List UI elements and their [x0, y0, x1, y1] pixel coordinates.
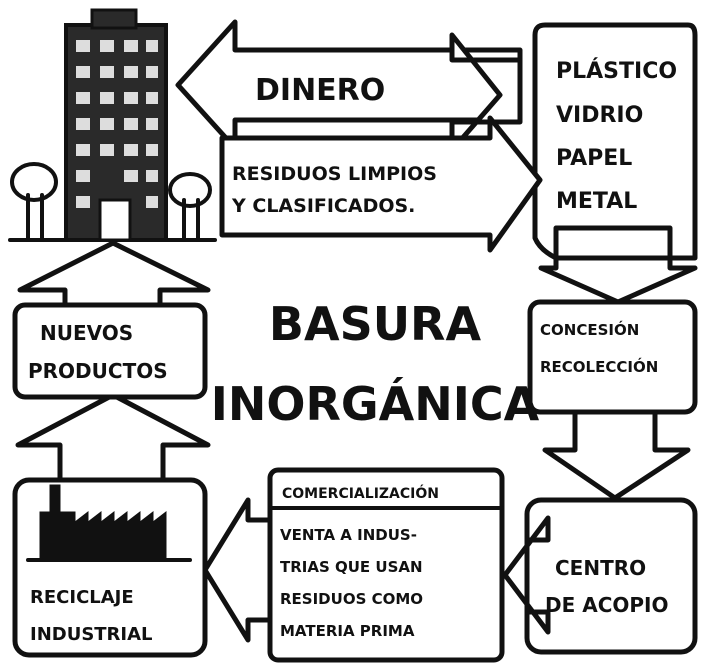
center-to-commercialization-arrow	[502, 515, 551, 635]
materials-box	[532, 22, 698, 261]
commercialization-line4: MATERIA PRIMA	[280, 622, 415, 640]
material-metal: METAL	[556, 189, 637, 214]
products-to-building-arrow	[17, 240, 211, 308]
factory-icon	[26, 484, 192, 562]
commercialization-to-industrial-arrow	[202, 497, 273, 643]
collection-line1: CONCESIÓN	[540, 320, 639, 339]
collection-to-center-arrow	[542, 409, 691, 501]
center-title-line2: INORGÁNICA	[211, 377, 540, 431]
collection-center-line1: CENTRO	[555, 556, 646, 580]
new-products-box	[12, 302, 208, 400]
clean-waste-line1: RESIDUOS LIMPIOS	[232, 163, 437, 185]
industrial-to-products-arrow	[15, 392, 211, 483]
clean-waste-arrow	[219, 115, 543, 253]
center-title-line1: BASURA	[269, 297, 482, 351]
material-paper: PAPEL	[556, 146, 632, 171]
commercialization-line3: RESIDUOS COMO	[280, 590, 423, 608]
new-products-line2: PRODUCTOS	[28, 359, 168, 383]
material-plastic: PLÁSTICO	[556, 58, 677, 84]
industrial-line2: INDUSTRIAL	[30, 624, 153, 645]
collection-center-line2: DE ACOPIO	[545, 593, 669, 617]
materials-to-collection-arrow	[538, 255, 698, 305]
clean-waste-line2: Y CLASIFICADOS.	[231, 195, 415, 217]
collection-line2: RECOLECCIÓN	[540, 357, 658, 376]
new-products-line1: NUEVOS	[40, 321, 133, 345]
commercialization-line2: TRIAS QUE USAN	[280, 558, 423, 576]
material-glass: VIDRIO	[556, 103, 643, 128]
building-icon	[8, 8, 217, 242]
commercialization-line1: VENTA A INDUS-	[280, 526, 417, 544]
industrial-line1: RECICLAJE	[30, 587, 134, 608]
money-label: DINERO	[255, 73, 385, 108]
collection-box	[527, 299, 698, 415]
tree-icon	[10, 162, 212, 242]
commercialization-header: COMERCIALIZACIÓN	[282, 484, 439, 502]
